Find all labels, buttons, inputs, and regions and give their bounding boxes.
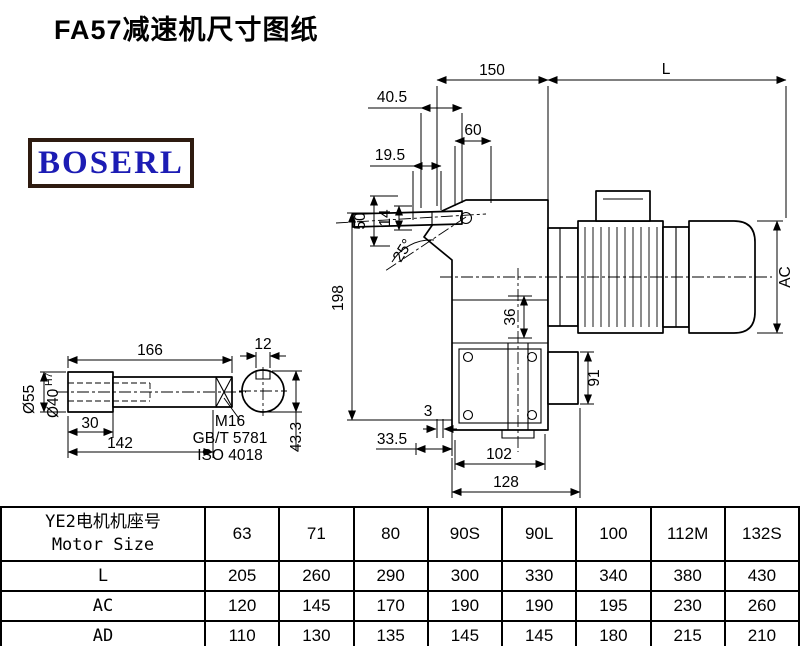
table-cell: 180 xyxy=(575,620,652,646)
dim-25-degrees: 25° xyxy=(390,236,417,265)
dim-33-5: 33.5 xyxy=(377,431,407,448)
dim-AC: AC xyxy=(777,266,794,288)
dim-19-5: 19.5 xyxy=(375,147,405,164)
dimension-labels: 150 L 40.5 60 19.5 14 50 25° 198 36 91 A… xyxy=(21,61,794,491)
table-cell: 380 xyxy=(649,560,726,592)
table-cell: 190 xyxy=(426,590,504,622)
bolt-hole xyxy=(462,409,474,421)
row-label-AD: AD xyxy=(0,620,206,646)
dim-12: 12 xyxy=(254,336,271,353)
dim-L: L xyxy=(662,61,671,78)
table-cell: 330 xyxy=(500,560,578,592)
size-header-90l: 90L xyxy=(500,506,578,562)
table-cell: 120 xyxy=(203,590,281,622)
boserl-logo: BOSERL xyxy=(28,138,194,188)
dim-40-tolerance: H7 xyxy=(43,372,55,386)
table-cell: 230 xyxy=(649,590,726,622)
terminal-box xyxy=(595,190,651,222)
table-cell: 145 xyxy=(278,590,355,622)
dim-128: 128 xyxy=(493,474,519,491)
table-cell: 170 xyxy=(352,590,429,622)
dim-150: 150 xyxy=(479,62,505,79)
dim-142: 142 xyxy=(107,435,133,452)
table-cell: 260 xyxy=(278,560,355,592)
table-cell: 430 xyxy=(723,560,800,592)
table-cell: 210 xyxy=(723,620,800,646)
page-title: FA57减速机尺寸图纸 xyxy=(54,15,319,45)
size-header-63: 63 xyxy=(203,506,281,562)
table-row-L: L 205 260 290 300 330 340 380 430 xyxy=(0,560,800,592)
size-header-90s: 90S xyxy=(426,506,504,562)
logo-text: BOSERL xyxy=(38,144,184,181)
table-cell: 260 xyxy=(723,590,800,622)
gearbox-housing xyxy=(423,199,549,431)
table-cell: 145 xyxy=(426,620,504,646)
table-cell: 145 xyxy=(500,620,578,646)
output-flange-face xyxy=(458,348,542,424)
dim-diameter-40: Ø40 xyxy=(45,388,62,418)
dimension-lines xyxy=(40,76,787,498)
table-row-AD: AD 110 130 135 145 145 180 215 210 xyxy=(0,620,800,646)
dim-14: 14 xyxy=(377,209,394,227)
dim-198: 198 xyxy=(330,285,347,311)
dim-40-5: 40.5 xyxy=(377,89,407,106)
gearbox-motor-view xyxy=(352,190,756,439)
size-header-132s: 132S xyxy=(723,506,800,562)
table-header-en: Motor Size xyxy=(51,535,155,555)
note-iso4018: ISO 4018 xyxy=(197,447,263,464)
table-header-motor-size: YE2电机机座号 Motor Size xyxy=(0,506,206,562)
centerlines xyxy=(56,213,772,452)
bolt-hole xyxy=(462,351,474,363)
table-cell: 135 xyxy=(352,620,429,646)
dim-91: 91 xyxy=(586,369,603,386)
table-cell: 205 xyxy=(203,560,281,592)
angle-reference-line xyxy=(384,216,467,272)
dim-166: 166 xyxy=(137,342,163,359)
table-header-cn: YE2电机机座号 xyxy=(45,512,161,533)
table-cell: 300 xyxy=(426,560,504,592)
size-header-80: 80 xyxy=(352,506,429,562)
table-cell: 190 xyxy=(500,590,578,622)
table-cell: 340 xyxy=(575,560,652,592)
table-cell: 110 xyxy=(203,620,281,646)
size-header-112m: 112M xyxy=(649,506,726,562)
size-header-71: 71 xyxy=(278,506,355,562)
dim-3: 3 xyxy=(424,403,433,420)
table-cell: 290 xyxy=(352,560,429,592)
table-row-AC: AC 120 145 170 190 190 195 230 260 xyxy=(0,590,800,622)
table-cell: 195 xyxy=(575,590,652,622)
motor-size-table: YE2电机机座号 Motor Size 63 71 80 90S 90L 100… xyxy=(0,506,800,646)
size-header-100: 100 xyxy=(575,506,652,562)
table-header-row: YE2电机机座号 Motor Size 63 71 80 90S 90L 100… xyxy=(0,506,800,562)
output-boss xyxy=(547,351,579,405)
dim-102: 102 xyxy=(486,446,512,463)
dim-30: 30 xyxy=(81,415,99,432)
row-label-L: L xyxy=(0,560,206,592)
dim-50: 50 xyxy=(352,212,369,230)
row-label-AC: AC xyxy=(0,590,206,622)
table-cell: 130 xyxy=(278,620,355,646)
dim-60: 60 xyxy=(464,122,482,139)
note-m16: M16 xyxy=(215,413,245,430)
note-gbt5781: GB/T 5781 xyxy=(193,430,268,447)
technical-drawing: 150 L 40.5 60 19.5 14 50 25° 198 36 91 A… xyxy=(21,61,794,498)
input-shaft-centerline xyxy=(335,213,487,224)
dim-43-3: 43.3 xyxy=(288,422,305,452)
input-shaft-boss xyxy=(459,211,473,225)
dim-diameter-55: Ø55 xyxy=(21,385,38,414)
table-cell: 215 xyxy=(649,620,726,646)
dim-36: 36 xyxy=(502,308,519,325)
